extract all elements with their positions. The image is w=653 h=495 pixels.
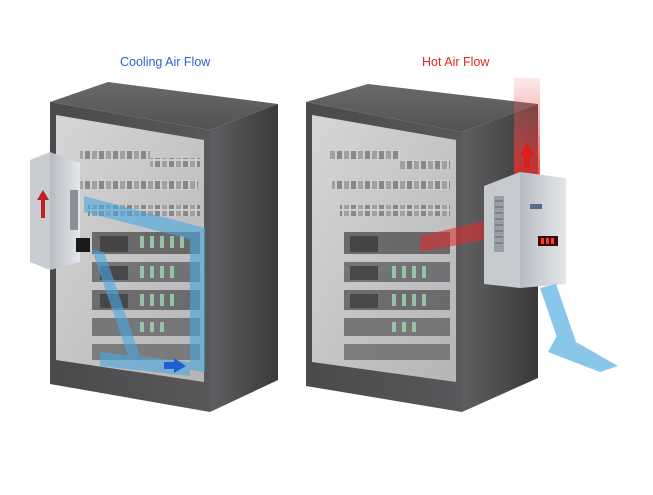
right-cabinet-top [306,84,538,132]
cooling-air-outlet-path [540,284,618,372]
left-cabinet [30,82,278,412]
cooling-air-flow-path [84,196,205,376]
blue-arrow-icon [164,358,186,373]
left-cabinet-top [50,82,278,130]
cooling-air-flow-caption: Cooling Air Flow [120,55,211,69]
right-cabinet [306,78,618,412]
right-cabinet-components [330,150,450,360]
cooling-unit-icon [30,152,90,270]
red-arrow-icon [37,190,49,218]
hot-air-flow-caption: Hot Air Flow [422,55,490,69]
cooling-unit-icon [484,172,566,288]
left-cabinet-side [210,104,278,412]
red-arrow-icon [520,142,534,156]
hot-air-exhaust-column [514,78,540,178]
